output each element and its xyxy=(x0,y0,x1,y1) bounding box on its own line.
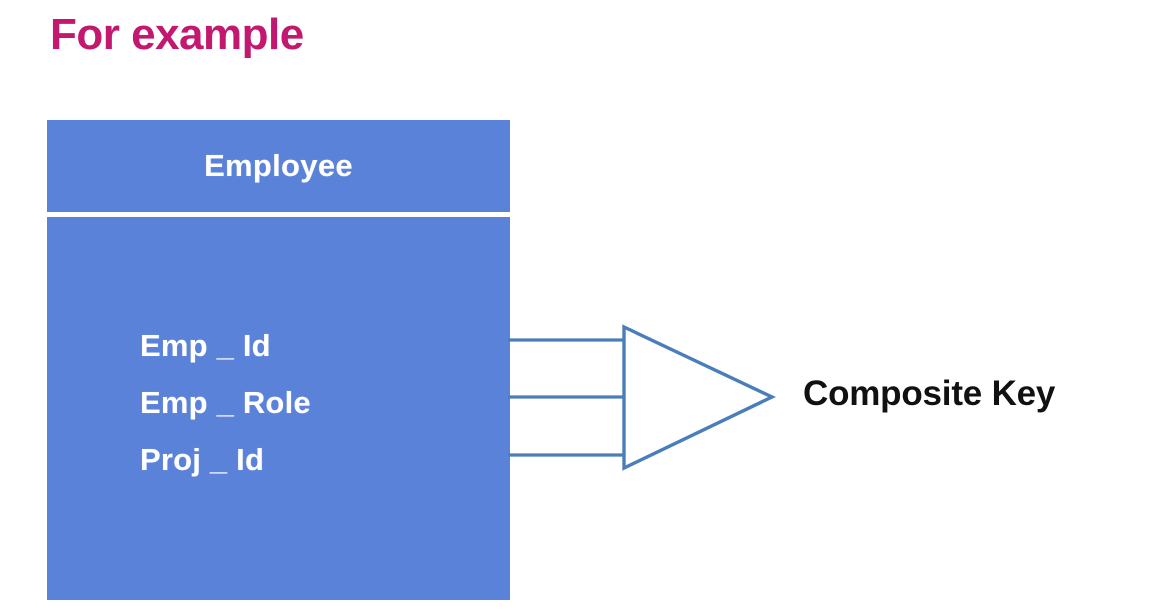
entity-attribute-list: Emp _ Id Emp _ Role Proj _ Id xyxy=(140,317,311,488)
entity-header-divider xyxy=(47,212,510,217)
composite-key-connector xyxy=(508,324,776,471)
entity-header: Employee xyxy=(47,120,510,212)
attribute-row: Emp _ Role xyxy=(140,385,311,420)
attribute-row: Emp _ Id xyxy=(140,328,271,363)
attribute-row: Proj _ Id xyxy=(140,442,265,477)
entity-name-label: Employee xyxy=(204,148,353,183)
composite-key-label: Composite Key xyxy=(803,374,1056,413)
arrow-triangle-icon xyxy=(622,324,776,471)
page-title: For example xyxy=(50,10,304,59)
entity-box-employee: Employee Emp _ Id Emp _ Role Proj _ Id xyxy=(47,120,510,600)
